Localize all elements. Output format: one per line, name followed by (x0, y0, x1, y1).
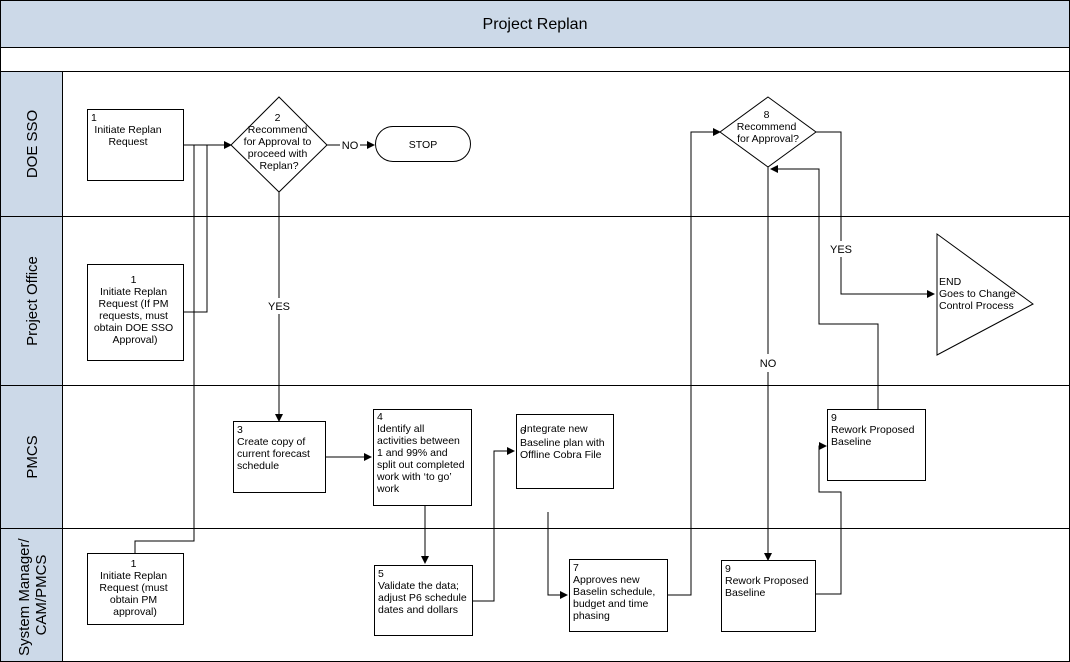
end-terminator: END Goes to Change Control Process (936, 233, 1034, 356)
decision-8: 8 Recommend for Approval? (719, 96, 817, 168)
svg-text:8 Recommend for Ap: 8 Recommend for Approval? (737, 109, 799, 145)
edge-label-yes-2: YES (268, 301, 290, 313)
node-1-system-manager: 1 Initiate Replan Request (must obtain P… (87, 553, 184, 625)
svg-text:9 Rework Proposed: 9 Rework Proposed Baseline (831, 412, 917, 448)
lane-body (62, 71, 1070, 662)
node-4: 4 Identify all activities between 1 and … (373, 409, 472, 506)
svg-text:2 Recommend for Ap: 2 Recommend for Approval to proceed with… (244, 112, 315, 172)
decision-2: 2 Recommend for Approval to proceed with… (230, 96, 328, 193)
svg-text:1 Initiate Replan: 1 Initiate Replan Request (If PM request… (94, 274, 176, 346)
node-3: 3 Create copy of current forecast schedu… (233, 421, 326, 493)
svg-text:7 Approves new Bas: 7 Approves new Baselin schedule, budget … (573, 562, 658, 622)
edge-label-no-8: NO (760, 358, 777, 370)
lane-label-doe-sso: DOE SSO (24, 110, 41, 178)
edge-label-yes-8: YES (830, 244, 852, 256)
svg-text:9 Rework Proposed: 9 Rework Proposed Baseline (725, 563, 811, 599)
header-spacer (0, 47, 1070, 72)
node-9-pmcs: 9 Rework Proposed Baseline (827, 409, 926, 481)
node-6: 6 Integrate new Baseline plan with Offli… (516, 414, 614, 489)
svg-text:3 Create copy of c: 3 Create copy of current forecast schedu… (237, 424, 313, 472)
node-5: 5 Validate the data; adjust P6 schedule … (374, 565, 473, 636)
connectors (134, 128, 935, 602)
node-9-system-manager: 9 Rework Proposed Baseline (721, 560, 816, 632)
title-band (0, 0, 1070, 48)
svg-text:5 Validate the data;: 5 Validate the data; adjust P6 schedule … (378, 568, 470, 616)
lane-header-column (0, 71, 63, 662)
diagram-title: Project Replan (483, 16, 588, 33)
node-7: 7 Approves new Baselin schedule, budget … (569, 559, 668, 632)
svg-text:4 Identify all act: 4 Identify all activities between 1 and … (376, 411, 467, 495)
svg-text:STOP: STOP (409, 139, 437, 151)
lane-label-system-manager: System Manager/ CAM/PMCS (16, 534, 50, 656)
node-1-project-office: 1 Initiate Replan Request (If PM request… (87, 264, 184, 361)
svg-text:6 Integrate new Ba: 6 Integrate new Baseline plan with Offli… (520, 423, 608, 461)
lane-label-pmcs: PMCS (24, 435, 41, 478)
svg-text:1 Initiate Replan: 1 Initiate Replan Request (must obtain P… (99, 558, 170, 618)
stop-terminator: STOP (375, 126, 471, 162)
svg-text:END Goes to Change: END Goes to Change Control Process (939, 276, 1018, 312)
edge-label-no-stop: NO (342, 140, 359, 152)
svg-text:1: 1 (91, 112, 97, 124)
lane-label-project-office: Project Office (24, 256, 41, 346)
